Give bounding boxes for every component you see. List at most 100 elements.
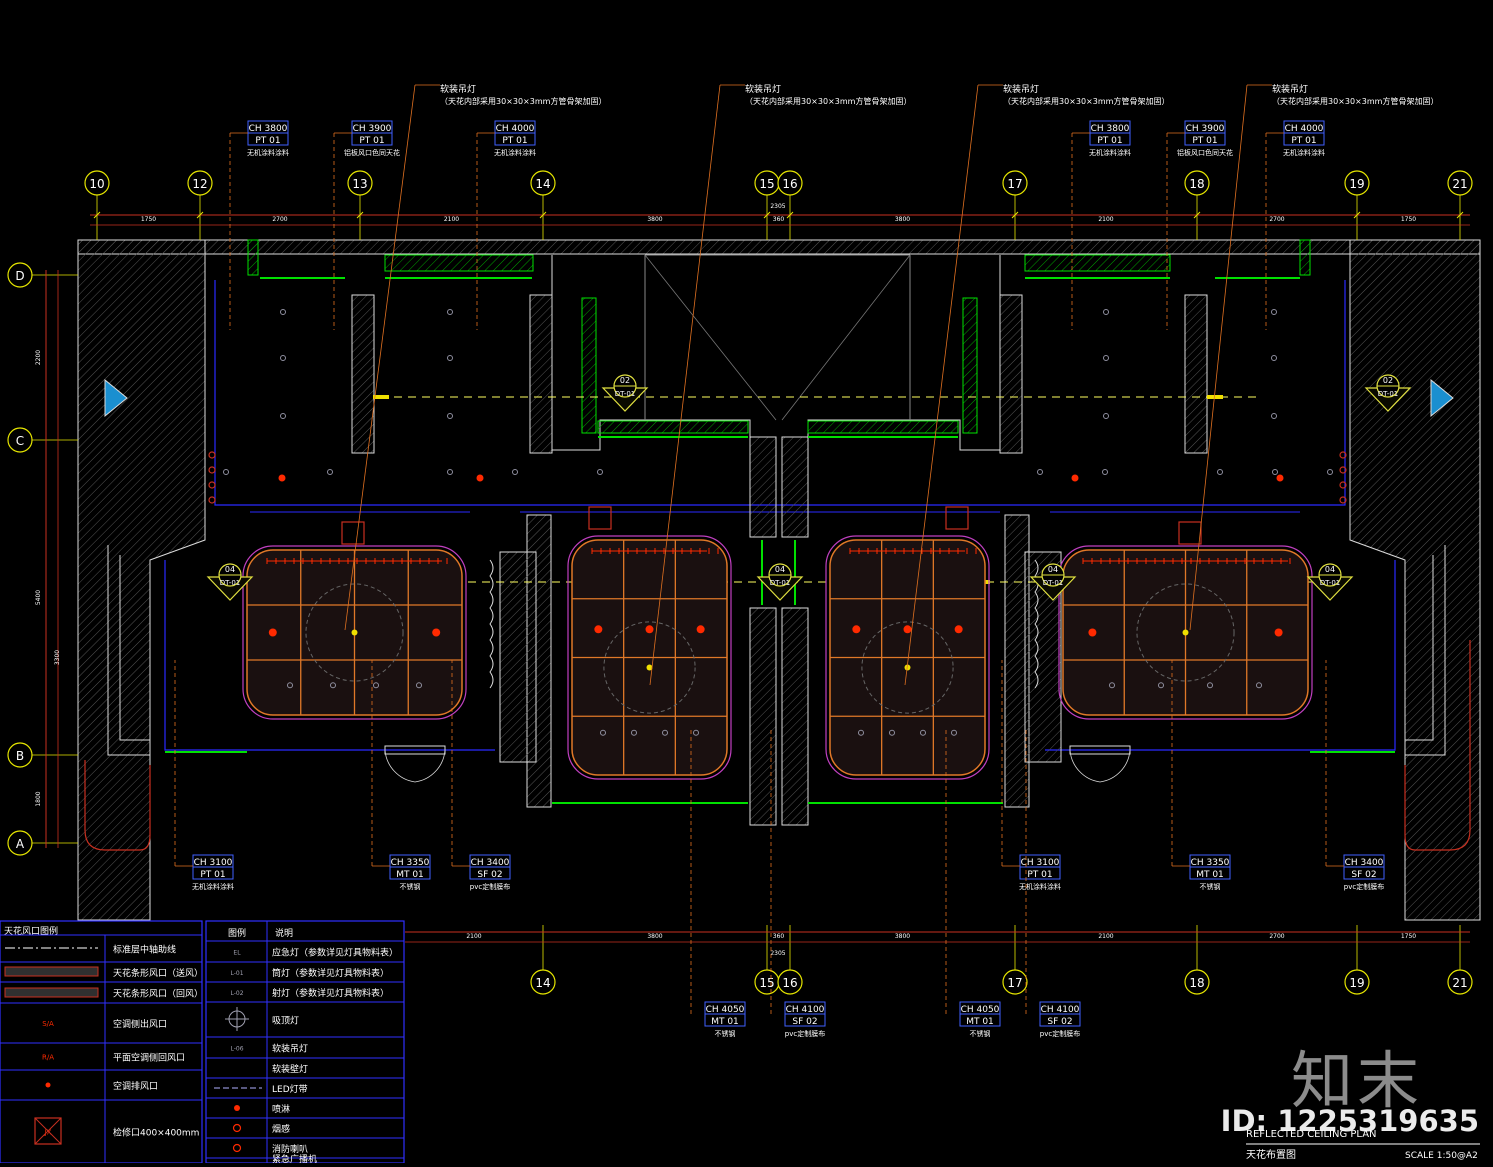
light-legend-label: 软装吊灯 <box>272 1043 308 1055</box>
spot-light <box>1109 682 1115 689</box>
core-wall <box>529 294 553 454</box>
chandelier-point <box>646 664 653 671</box>
downlight-red <box>696 625 705 634</box>
material-tag-lower-code: MT 01 <box>966 1017 994 1027</box>
callout-leader <box>1189 84 1248 631</box>
downlight-red <box>594 625 603 634</box>
spot-light <box>662 729 668 736</box>
vent-circle <box>1339 466 1347 474</box>
dimension-tick <box>1353 211 1361 219</box>
material-tag-top-desc: 无机涂料涂料 <box>247 148 289 157</box>
vent-circle <box>1339 481 1347 489</box>
material-tag-top-ch: CH 4000 <box>1285 124 1324 134</box>
vent-circle <box>208 451 216 459</box>
downlight <box>447 355 453 361</box>
vent-circle <box>1339 451 1347 459</box>
material-tag-bottom-code: PT 01 <box>1027 870 1052 880</box>
dimension-tick <box>1193 211 1201 219</box>
shaft-outline <box>644 254 911 420</box>
dimension-value: 360 <box>773 216 785 223</box>
axis-label-top: 14 <box>535 177 550 191</box>
watermark-logo: 知末 <box>1290 1044 1423 1117</box>
vent-legend-label: 检修口400×400mm <box>113 1127 199 1139</box>
material-tag-top-desc: 无机涂料涂料 <box>494 148 536 157</box>
axis-label-top: 18 <box>1189 177 1204 191</box>
core-wall <box>1184 294 1208 454</box>
light-legend-symbol: L-01 <box>230 970 243 977</box>
material-tag-top-desc: 无机涂料涂料 <box>1089 148 1131 157</box>
light-legend-label: 筒灯（参数详见灯具物料表） <box>272 967 389 979</box>
callout-leader <box>344 84 416 631</box>
light-legend-label: 紧急广播机 <box>272 1153 317 1163</box>
section-marker-ref: DT-01 <box>1320 579 1340 587</box>
elevation-marker <box>1430 378 1454 418</box>
section-marker-number: 04 <box>775 565 785 574</box>
downlight <box>447 469 453 475</box>
dimension-value: 2100 <box>466 933 481 940</box>
room-outline <box>1058 545 1313 720</box>
right-wall-mass <box>1349 239 1481 921</box>
light-legend-symbol: L-06 <box>230 1046 243 1053</box>
dimension-value: 3800 <box>647 933 662 940</box>
axis-label-top: 10 <box>89 177 104 191</box>
spot-light <box>858 729 864 736</box>
downlight <box>280 355 286 361</box>
downlight-red <box>432 628 441 637</box>
door-swing <box>384 749 416 783</box>
material-tag-bottom-ch: CH 3100 <box>1021 858 1060 868</box>
title-english: REFLECTED CEILING PLAN <box>1246 1129 1377 1140</box>
downlight-red <box>852 625 861 634</box>
callout-leader <box>904 84 979 686</box>
dimension-tick <box>763 211 771 219</box>
material-tag-bottom-ch: CH 3400 <box>1345 858 1384 868</box>
dimension-value: 1750 <box>1401 216 1416 223</box>
vent-legend-title: 天花风口图例 <box>4 925 58 937</box>
title-chinese: 天花布置图 <box>1246 1148 1296 1161</box>
material-tag-bottom-desc: 无机涂料涂料 <box>1019 882 1061 891</box>
downlight <box>280 309 286 315</box>
inspection-symbol-diag <box>34 1117 62 1145</box>
yellow-marker <box>373 395 389 399</box>
material-tag-lower-ch: CH 4050 <box>706 1005 745 1015</box>
vent-circle <box>208 496 216 504</box>
light-legend-label: 射灯（参数详见灯具物料表） <box>272 987 389 999</box>
light-legend-label: 喷淋 <box>272 1103 290 1115</box>
ceiling-features: 02DT-0102DT-0104DT-0104DT-0104DT-0104DT-… <box>104 309 1454 783</box>
spot-light <box>287 682 293 689</box>
vent-legend-symbol: JX <box>44 1129 52 1137</box>
material-tag-top-code: PT 01 <box>1192 136 1217 146</box>
spot-light <box>889 729 895 736</box>
axis-label-bottom: 17 <box>1007 976 1022 990</box>
door-swing <box>1069 749 1101 783</box>
vent-legend-label: 空调排风口 <box>113 1080 158 1092</box>
green-beam <box>384 254 534 272</box>
downlight <box>1102 469 1108 475</box>
material-tag-bottom-ch: CH 3100 <box>194 858 233 868</box>
material-tag-lower-desc: 不锈钢 <box>715 1029 736 1038</box>
downlight <box>447 309 453 315</box>
callout-title: 软装吊灯 <box>440 83 476 95</box>
door-swing <box>1099 749 1131 783</box>
spot-light <box>1207 682 1213 689</box>
axis-label-bottom: 21 <box>1452 976 1467 990</box>
room-outline <box>825 535 990 780</box>
core-wall <box>749 607 777 826</box>
material-tag-bottom-desc: 不锈钢 <box>400 882 421 891</box>
room-outline <box>567 535 732 780</box>
red-fixture <box>1071 474 1079 482</box>
axis-label-top: 12 <box>192 177 207 191</box>
material-tag-top-code: PT 01 <box>1291 136 1316 146</box>
material-tag-bottom-desc: 不锈钢 <box>1200 882 1221 891</box>
downlight-red <box>1274 628 1283 637</box>
dimension-value: 2700 <box>1269 933 1284 940</box>
dimension-value: 1750 <box>141 216 156 223</box>
speaker-symbol <box>232 1143 242 1153</box>
spot-light <box>920 729 926 736</box>
section-marker-ref: DT-01 <box>1043 579 1063 587</box>
material-tag-bottom-code: MT 01 <box>1196 870 1224 880</box>
material-tag-bottom-desc: 无机涂料涂料 <box>192 882 234 891</box>
return-vent-symbol <box>4 987 99 998</box>
axis-label-bottom: 15 <box>759 976 774 990</box>
